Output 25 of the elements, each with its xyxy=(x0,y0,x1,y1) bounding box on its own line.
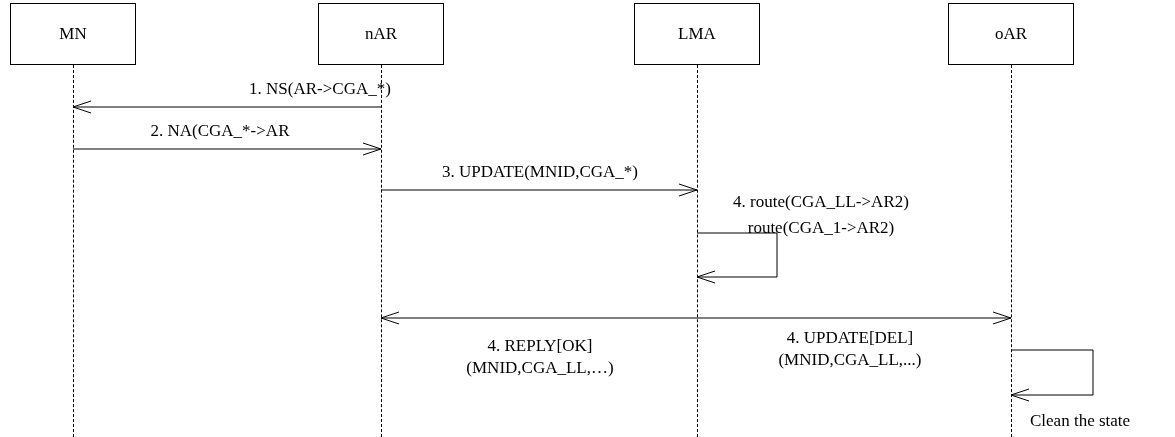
message-arrow xyxy=(380,311,1012,325)
participant-box xyxy=(318,3,444,65)
lifeline xyxy=(381,65,382,437)
message-label: 1. NS(AR->CGA_*) xyxy=(248,78,392,100)
lifeline xyxy=(73,65,74,437)
participant-box xyxy=(10,3,136,65)
lifeline xyxy=(1011,65,1012,437)
message-label: 3. UPDATE(MNID,CGA_*) xyxy=(441,161,639,183)
message-arrow xyxy=(72,142,382,156)
message-label: 4. route(CGA_LL->AR2) route(CGA_1->AR2) xyxy=(732,191,910,239)
lifeline xyxy=(697,65,698,437)
participant-name: MN xyxy=(59,23,87,46)
participant-box xyxy=(634,3,760,65)
participant-box xyxy=(948,3,1074,65)
message-label: Clean the state xyxy=(1030,410,1132,432)
message-label: 4. REPLY[OK] (MNID,CGA_LL,…) xyxy=(465,335,615,379)
message-label: 2. NA(CGA_*->AR xyxy=(149,120,291,142)
message-arrow xyxy=(1010,349,1094,402)
message-arrow xyxy=(380,183,698,197)
participant-name: LMA xyxy=(678,23,716,46)
message-arrow xyxy=(696,232,778,284)
participant-name: oAR xyxy=(994,23,1028,46)
message-label: 4. UPDATE[DEL] (MNID,CGA_LL,...) xyxy=(777,327,923,371)
participant-name: nAR xyxy=(364,23,398,46)
message-arrow xyxy=(72,100,382,114)
